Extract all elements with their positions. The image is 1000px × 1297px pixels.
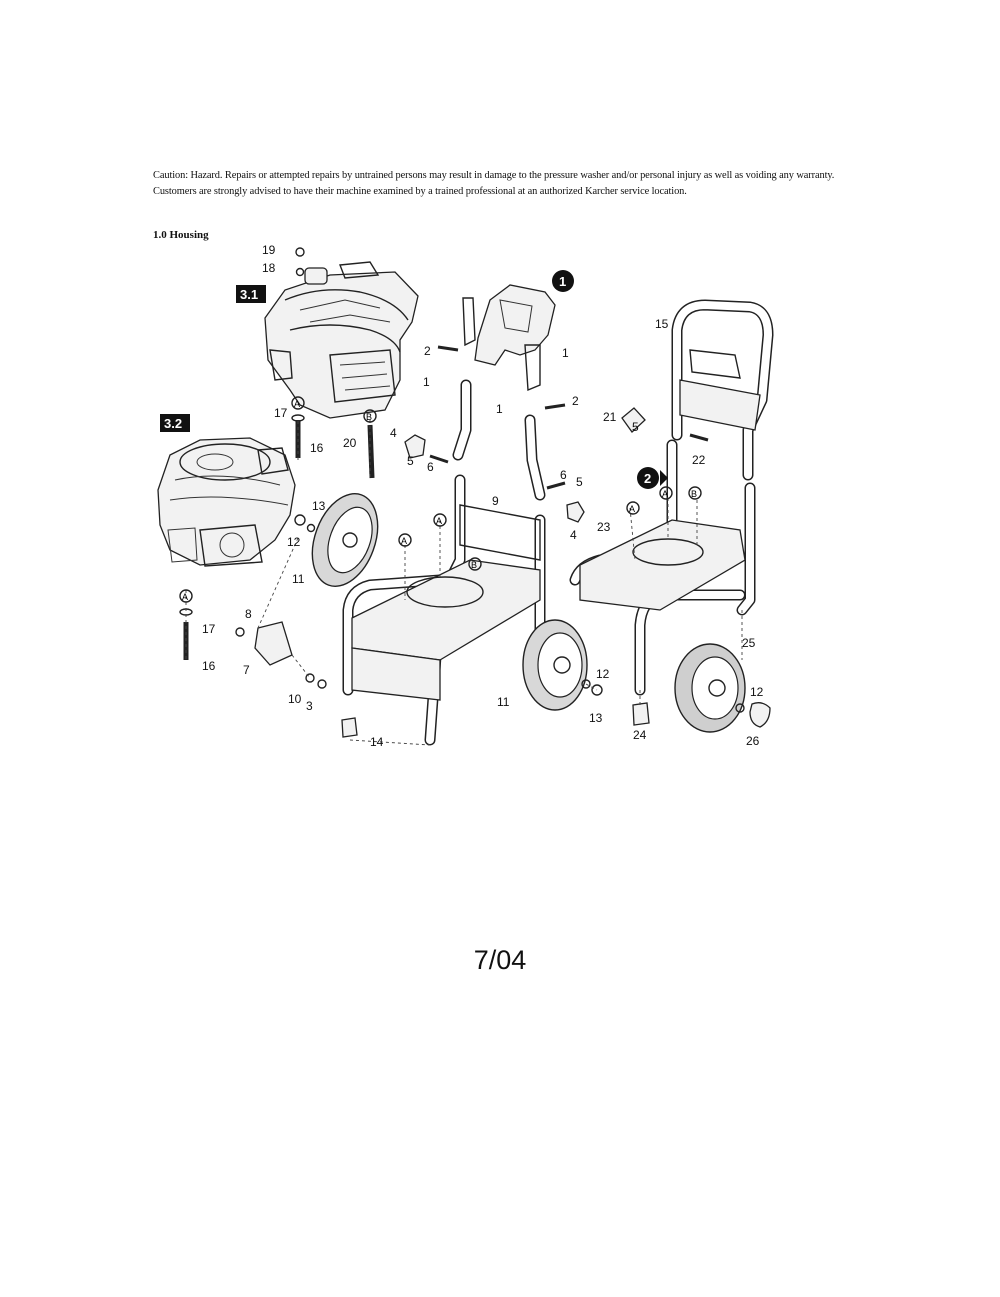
badge-1-text: 1 <box>559 274 566 289</box>
badge-3-2-text: 3.2 <box>164 416 182 431</box>
marker-a-1: A <box>291 396 305 410</box>
frame-variant-2 <box>569 299 774 696</box>
label-13-lower: 13 <box>589 711 603 725</box>
badge-2-arrow <box>660 470 668 486</box>
part-7-bracket <box>254 621 293 666</box>
part-4-upper <box>404 434 426 459</box>
part-13-cap-upper <box>294 514 306 526</box>
label-22: 22 <box>692 453 706 467</box>
label-15: 15 <box>655 317 669 331</box>
main-frame <box>342 474 546 746</box>
marker-b-2: B <box>468 557 482 571</box>
badge-3-1-text: 3.1 <box>240 287 258 302</box>
screw-2-left <box>437 345 459 352</box>
marker-a-4: A <box>433 513 447 527</box>
badge-3-1 <box>236 285 266 303</box>
marker-a-6: A <box>659 486 673 500</box>
label-13-upper: 13 <box>312 499 326 513</box>
label-12-upper: 12 <box>287 535 301 549</box>
label-26: 26 <box>746 734 760 748</box>
screw-6-lower <box>546 481 566 490</box>
svg-text:A: A <box>662 489 668 499</box>
part-3-washer <box>317 679 327 689</box>
part-4-lower <box>566 501 585 523</box>
wheel-11-upper <box>311 493 379 587</box>
svg-text:B: B <box>691 489 697 499</box>
part-21 <box>621 407 646 433</box>
label-4-upper: 4 <box>390 426 397 440</box>
label-18: 18 <box>262 261 276 275</box>
label-4-lower: 4 <box>570 528 577 542</box>
label-12-right: 12 <box>750 685 764 699</box>
label-5-right-frame: 5 <box>632 420 639 434</box>
engine-3-1 <box>264 247 419 419</box>
svg-text:A: A <box>436 516 442 526</box>
label-12-lower: 12 <box>596 667 610 681</box>
label-5-left: 5 <box>407 454 414 468</box>
label-11-lower: 11 <box>497 695 510 709</box>
label-6-right: 6 <box>560 468 567 482</box>
badge-2 <box>637 467 659 489</box>
label-10: 10 <box>288 692 302 706</box>
caution-text: Caution: Hazard. Repairs or attempted re… <box>153 170 835 197</box>
label-21: 21 <box>603 410 617 424</box>
label-19: 19 <box>262 243 276 257</box>
badge-2-text: 2 <box>644 471 651 486</box>
svg-text:B: B <box>471 560 477 570</box>
label-5-right: 5 <box>576 475 583 489</box>
label-20: 20 <box>343 436 357 450</box>
marker-a-3: A <box>398 533 412 547</box>
part-13-cap-lower <box>591 684 603 696</box>
label-16-lower: 16 <box>202 659 216 673</box>
handle-assembly <box>462 284 556 392</box>
label-6-left: 6 <box>427 460 434 474</box>
part-8-nut <box>235 627 245 637</box>
screw-6-upper <box>429 454 449 464</box>
label-2-right: 2 <box>572 394 579 408</box>
part-14-foot <box>341 717 358 738</box>
wheel-11-lower <box>522 619 588 711</box>
svg-text:A: A <box>182 592 188 602</box>
page-number: 7/04 <box>473 945 527 975</box>
marker-b-3: B <box>688 486 702 500</box>
label-3: 3 <box>306 699 313 713</box>
screw-2-right <box>544 403 566 410</box>
svg-text:A: A <box>401 536 407 546</box>
part-12-nut-right <box>735 703 745 713</box>
badge-1 <box>552 270 574 292</box>
svg-text:A: A <box>629 504 635 514</box>
label-11-upper: 11 <box>292 572 305 586</box>
marker-a-2: A <box>179 589 193 603</box>
label-17-upper: 17 <box>274 406 288 420</box>
marker-a-5: A <box>626 501 640 515</box>
section-title: 1.0 Housing <box>153 229 209 241</box>
label-7: 7 <box>243 663 250 677</box>
label-1-right: 1 <box>562 346 569 360</box>
part-12-nut-upper <box>306 523 316 533</box>
marker-b-1: B <box>363 409 377 423</box>
label-24: 24 <box>633 728 647 742</box>
label-17-lower: 17 <box>202 622 216 636</box>
part-10-nut <box>305 673 315 683</box>
engine-3-2 <box>157 437 296 567</box>
label-14: 14 <box>370 735 384 749</box>
part-26-cap <box>749 702 771 728</box>
label-9: 9 <box>492 494 499 508</box>
label-25: 25 <box>742 636 756 650</box>
part-12-nut-lower <box>581 679 591 689</box>
part-24-foot <box>632 702 650 726</box>
label-16-upper: 16 <box>310 441 324 455</box>
label-23: 23 <box>597 520 611 534</box>
label-2-left: 2 <box>424 344 431 358</box>
part-22-pin <box>689 433 709 442</box>
label-8: 8 <box>245 607 252 621</box>
svg-text:B: B <box>366 412 372 422</box>
wheel-25 <box>674 643 746 733</box>
label-1-mid: 1 <box>496 402 503 416</box>
badge-3-2 <box>160 414 190 432</box>
svg-text:A: A <box>294 399 300 409</box>
label-1-left: 1 <box>423 375 430 389</box>
